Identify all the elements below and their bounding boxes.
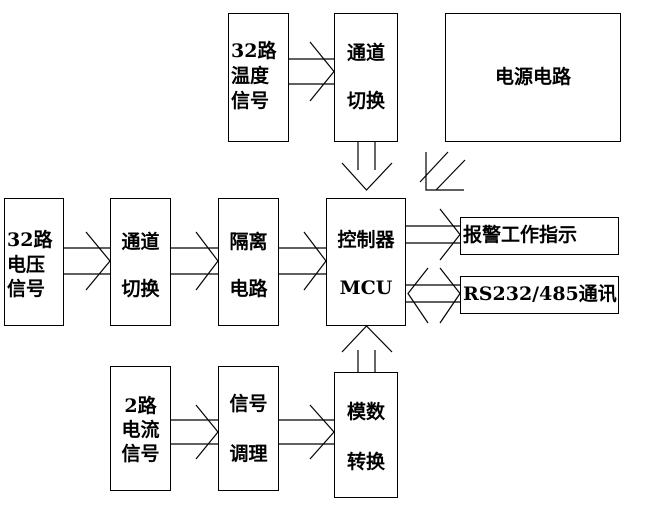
signal-conditioning-line-2: 调理	[229, 443, 268, 465]
current-signal-line-3: 信号	[121, 443, 160, 465]
rs232-485-comm-label: RS232/485通讯	[463, 283, 617, 305]
voltage-signal-32-block: 32路 电压 信号	[4, 198, 64, 326]
voltage-signal-line-1: 32路	[7, 229, 53, 251]
signal-conditioning-block: 信号 调理	[218, 366, 279, 491]
arrow-temp-to-switch	[289, 41, 335, 102]
power-circuit-label: 电源电路	[494, 66, 571, 88]
temp-signal-line-3: 信号	[231, 90, 270, 112]
arrow-mcu-comm	[406, 267, 461, 324]
arrow-current-to-conditioning	[171, 404, 219, 460]
voltage-signal-line-3: 信号	[7, 278, 46, 300]
alarm-indicator-block: 报警工作指示	[460, 217, 619, 255]
mcu-controller-line-1: 控制器	[337, 229, 395, 251]
power-circuit-block: 电源电路	[445, 13, 621, 142]
arrow-switch-to-mcu	[341, 142, 393, 191]
adc-conversion-block: 模数 转换	[334, 372, 398, 498]
adc-conversion-line-2: 转换	[346, 451, 385, 473]
channel-switch-mid-line-1: 通道	[121, 231, 160, 253]
mcu-controller-block: 控制器 MCU	[326, 198, 406, 326]
arrow-adc-to-mcu	[341, 325, 393, 372]
arrow-switch-to-isolation	[171, 231, 219, 291]
arrow-power-to-mcu	[419, 151, 466, 191]
channel-switch-mid-block: 通道 切换	[110, 198, 171, 326]
isolation-circuit-line-1: 隔离	[229, 231, 268, 253]
arrow-isolation-to-mcu	[279, 231, 327, 291]
channel-switch-top-line-2: 切换	[346, 90, 385, 112]
arrow-mcu-to-alarm	[406, 208, 461, 261]
temp-signal-line-1: 32路	[231, 40, 277, 62]
arrow-conditioning-to-adc	[279, 404, 335, 460]
isolation-circuit-line-2: 电路	[229, 278, 268, 300]
alarm-indicator-label: 报警工作指示	[463, 224, 578, 246]
arrow-volt-to-switch	[64, 231, 111, 291]
rs232-485-comm-block: RS232/485通讯	[460, 276, 619, 314]
channel-switch-mid-line-2: 切换	[121, 278, 160, 300]
current-signal-2-block: 2路 电流 信号	[110, 366, 171, 491]
isolation-circuit-block: 隔离 电路	[218, 198, 279, 326]
channel-switch-top-line-1: 通道	[346, 42, 385, 64]
channel-switch-top-block: 通道 切换	[334, 13, 398, 142]
voltage-signal-line-2: 电压	[7, 254, 46, 276]
temp-signal-32-block: 32路 温度 信号	[228, 13, 289, 142]
signal-conditioning-line-1: 信号	[229, 393, 268, 415]
temp-signal-line-2: 温度	[231, 65, 270, 87]
current-signal-line-2: 电流	[121, 419, 160, 441]
mcu-controller-line-2: MCU	[339, 277, 393, 299]
current-signal-line-1: 2路	[124, 395, 157, 417]
adc-conversion-line-1: 模数	[346, 401, 385, 423]
